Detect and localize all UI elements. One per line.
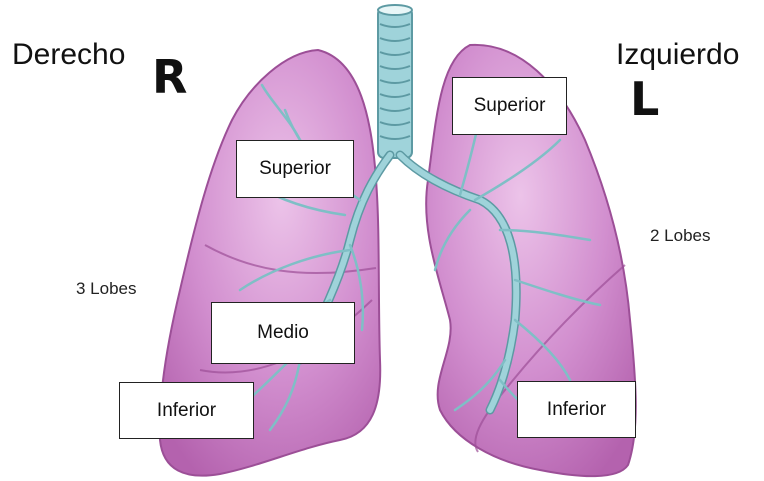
right-superior-lobe-label: Superior	[236, 140, 354, 198]
right-middle-lobe-label: Medio	[211, 302, 355, 364]
right-middle-lobe-text: Medio	[257, 322, 309, 344]
left-side-letter: L	[630, 72, 659, 126]
right-side-title: Derecho	[12, 38, 125, 72]
right-side-letter: R	[152, 50, 187, 104]
left-superior-lobe-label: Superior	[452, 77, 567, 135]
right-inferior-lobe-text: Inferior	[157, 400, 216, 422]
left-side-title: Izquierdo	[616, 38, 739, 72]
left-lobe-count: 2 Lobes	[650, 226, 711, 246]
trachea	[378, 5, 412, 158]
left-inferior-lobe-text: Inferior	[547, 399, 606, 421]
right-inferior-lobe-label: Inferior	[119, 382, 254, 439]
left-inferior-lobe-label: Inferior	[517, 381, 636, 438]
right-superior-lobe-text: Superior	[259, 158, 331, 180]
right-lobe-count: 3 Lobes	[76, 279, 137, 299]
left-superior-lobe-text: Superior	[474, 95, 546, 117]
